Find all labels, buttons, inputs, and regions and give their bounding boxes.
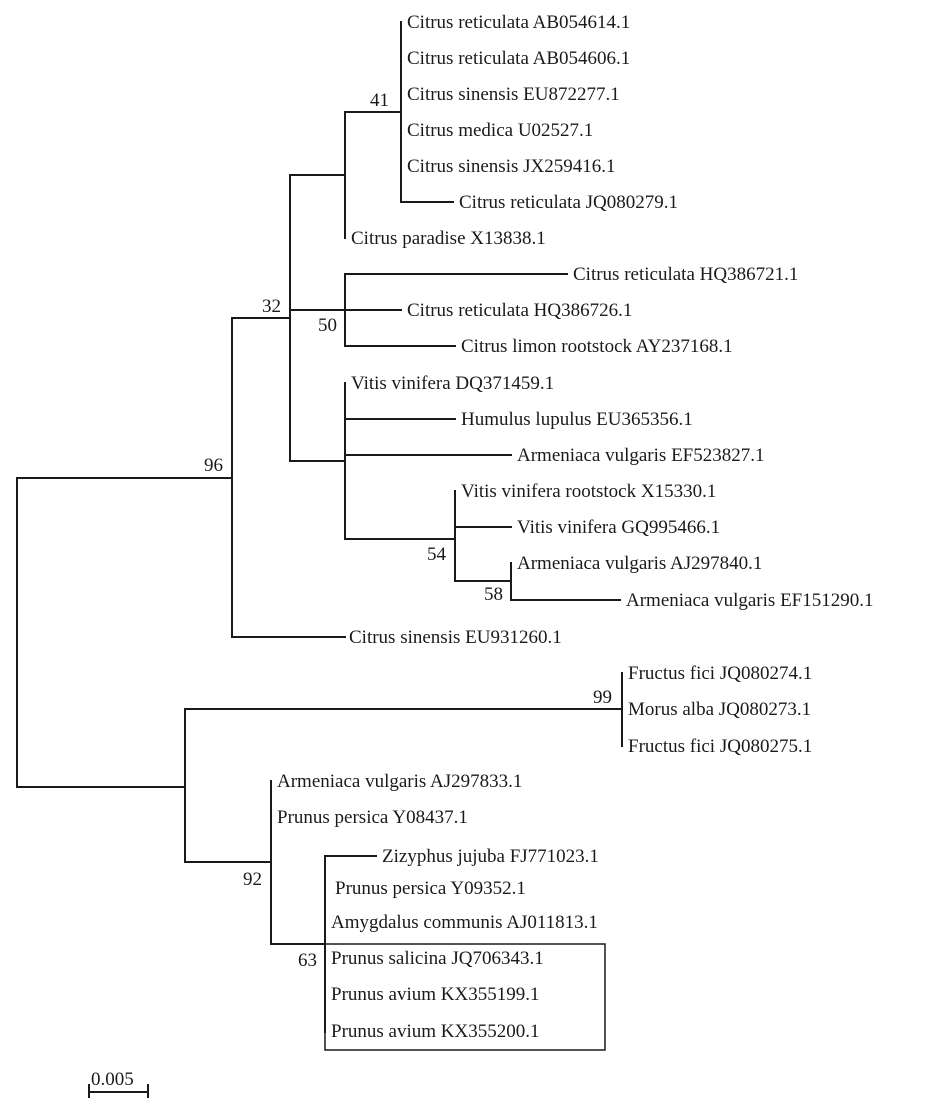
leaf-label: Armeniaca vulgaris EF151290.1 [626, 590, 874, 611]
leaf-label: Prunus avium KX355200.1 [331, 1021, 539, 1042]
leaf-label: Citrus reticulata HQ386726.1 [407, 300, 632, 321]
leaf-label: Armeniaca vulgaris EF523827.1 [517, 445, 765, 466]
leaf-label: Citrus paradise X13838.1 [351, 228, 546, 249]
leaf-label: Vitis vinifera DQ371459.1 [351, 373, 554, 394]
leaf-label: Zizyphus jujuba FJ771023.1 [382, 846, 599, 867]
bootstrap-value-63: 63 [298, 950, 317, 971]
prunus-highlight-box [324, 943, 606, 1051]
leaf-label: Armeniaca vulgaris AJ297833.1 [277, 771, 522, 792]
leaf-label: Prunus salicina JQ706343.1 [331, 948, 544, 969]
leaf-label: Morus alba JQ080273.1 [628, 699, 811, 720]
bootstrap-value-58: 58 [484, 584, 503, 605]
leaf-label: Prunus persica Y09352.1 [335, 878, 526, 899]
leaf-label: Citrus medica U02527.1 [407, 120, 593, 141]
leaf-label: Citrus sinensis EU872277.1 [407, 84, 620, 105]
leaf-label: Citrus reticulata JQ080279.1 [459, 192, 678, 213]
leaf-label: Humulus lupulus EU365356.1 [461, 409, 693, 430]
scale-bar: 0.005 [88, 1069, 149, 1098]
leaf-labels: Citrus reticulata AB054614.1 Citrus reti… [277, 12, 874, 1042]
tree-branches [16, 21, 623, 1033]
leaf-label: Citrus sinensis JX259416.1 [407, 156, 616, 177]
bootstrap-value-41: 41 [370, 90, 389, 111]
bootstrap-value-32: 32 [262, 296, 281, 317]
bootstrap-value-92: 92 [243, 869, 262, 890]
leaf-label: Prunus persica Y08437.1 [277, 807, 468, 828]
bootstrap-values: 41 32 50 96 54 58 99 92 63 [204, 90, 612, 971]
leaf-label: Fructus fici JQ080274.1 [628, 663, 812, 684]
bootstrap-value-99: 99 [593, 687, 612, 708]
leaf-label: Citrus reticulata AB054614.1 [407, 12, 630, 33]
bootstrap-value-96: 96 [204, 455, 223, 476]
leaf-label: Amygdalus communis AJ011813.1 [331, 912, 598, 933]
leaf-label: Citrus limon rootstock AY237168.1 [461, 336, 733, 357]
scale-bar-label: 0.005 [91, 1069, 134, 1090]
bootstrap-value-50: 50 [318, 315, 337, 336]
leaf-label: Citrus reticulata AB054606.1 [407, 48, 630, 69]
leaf-label: Citrus sinensis EU931260.1 [349, 627, 562, 648]
leaf-label: Vitis vinifera rootstock X15330.1 [461, 481, 716, 502]
leaf-label: Armeniaca vulgaris AJ297840.1 [517, 553, 762, 574]
leaf-label: Prunus avium KX355199.1 [331, 984, 539, 1005]
leaf-label: Citrus reticulata HQ386721.1 [573, 264, 798, 285]
bootstrap-value-54: 54 [427, 544, 447, 565]
leaf-label: Fructus fici JQ080275.1 [628, 736, 812, 757]
leaf-label: Vitis vinifera GQ995466.1 [517, 517, 720, 538]
